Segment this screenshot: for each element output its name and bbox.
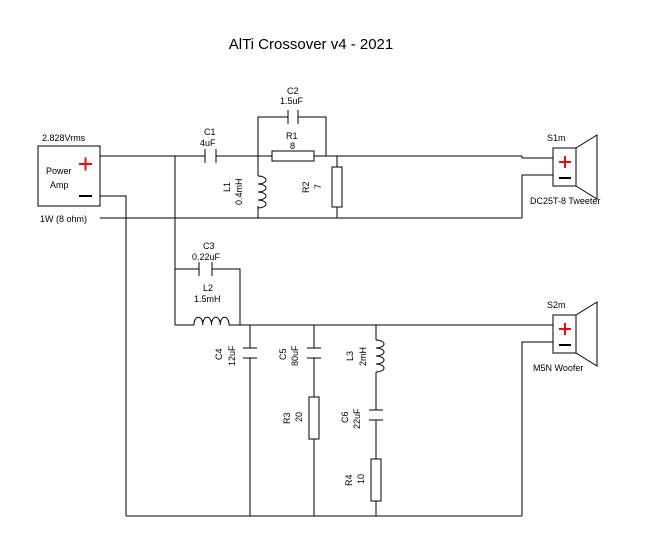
capacitor-c6	[369, 409, 383, 421]
inductor-l2	[193, 316, 230, 326]
capacitor-c4	[243, 347, 257, 359]
wiring	[100, 116, 553, 517]
inductor-l3	[375, 339, 385, 373]
resistor-r4	[370, 458, 382, 502]
r1-ref: R1	[286, 131, 298, 141]
r4-ref: R4	[344, 474, 354, 486]
c5-value: 80uF	[290, 345, 300, 366]
capacitor-c5	[307, 347, 321, 359]
capacitor-c2	[287, 110, 299, 124]
resistor-r3	[308, 396, 320, 440]
c1-ref: C1	[204, 127, 216, 137]
capacitor-c1	[204, 149, 217, 163]
l3-value: 2mH	[358, 347, 368, 366]
power-amp	[37, 145, 101, 207]
source-voltage: 2.828Vrms	[42, 133, 86, 143]
c1-value: 4uF	[200, 138, 216, 148]
c4-value: 12uF	[227, 345, 237, 366]
s2-model: M5N Woofer	[533, 363, 583, 373]
s1-model: DC25T-8 Tweeter	[530, 196, 600, 206]
l1-ref: L1	[222, 182, 232, 192]
capacitor-c3	[198, 262, 213, 276]
c3-ref: C3	[203, 241, 215, 251]
l2-value: 1.5mH	[194, 294, 221, 304]
c4-ref: C4	[214, 348, 224, 360]
c6-ref: C6	[340, 411, 350, 423]
tweeter-speaker	[552, 134, 598, 200]
s2-ref: S2m	[547, 300, 566, 310]
woofer-speaker	[552, 301, 598, 367]
c6-value: 22uF	[352, 408, 362, 429]
source-power: 1W (8 ohm)	[40, 214, 87, 224]
r3-ref: R3	[282, 412, 292, 424]
source-name-line2: Amp	[50, 180, 69, 190]
l3-ref: L3	[345, 351, 355, 361]
r2-ref: R2	[301, 181, 311, 193]
source-name-line1: Power	[46, 166, 72, 176]
resistor-r1	[271, 150, 315, 162]
c2-ref: C2	[287, 86, 299, 96]
r4-value: 10	[356, 474, 366, 484]
c3-value: 0.22uF	[192, 252, 221, 262]
l1-value: 0.4mH	[234, 178, 244, 205]
s1-ref: S1m	[547, 133, 566, 143]
resistor-r2	[331, 166, 343, 208]
inductor-l1	[257, 175, 267, 209]
r2-value: 7	[313, 184, 323, 189]
c2-value: 1.5uF	[280, 96, 304, 106]
l2-ref: L2	[203, 283, 213, 293]
r3-value: 20	[294, 412, 304, 422]
c5-ref: C5	[278, 348, 288, 360]
r1-value: 8	[290, 141, 295, 151]
schematic-title: AlTi Crossover v4 - 2021	[229, 36, 394, 53]
